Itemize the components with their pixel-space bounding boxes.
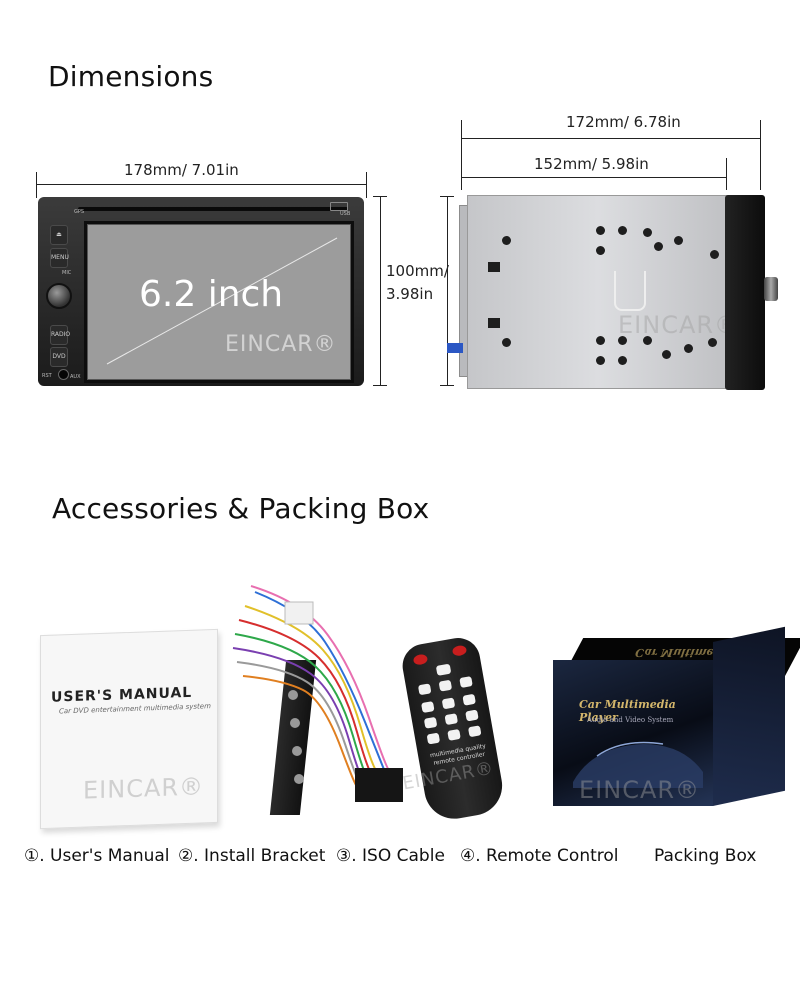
remote-key — [438, 679, 453, 692]
volume-knob[interactable] — [46, 283, 72, 309]
caption-remote-control: ④. Remote Control — [460, 846, 619, 866]
radio-button[interactable]: RADIO — [50, 325, 70, 345]
side-total-depth-label: 172mm/ 6.78in — [566, 113, 681, 131]
front-height-label-2: 3.98in — [386, 285, 434, 303]
remote-key — [426, 732, 441, 745]
bracket-screw — [288, 690, 298, 700]
dvd-button[interactable]: DVD — [50, 347, 68, 367]
remote-key — [441, 697, 456, 710]
aux-label: AUX — [70, 374, 81, 380]
caption-packing-box: Packing Box — [654, 846, 757, 866]
side-knob — [764, 277, 778, 301]
remote-key — [459, 676, 473, 688]
dimensions-heading: Dimensions — [48, 60, 214, 93]
menu-button[interactable]: MENU — [50, 248, 69, 268]
caption-install-bracket: ②. Install Bracket — [178, 846, 326, 866]
remote-key — [467, 725, 482, 738]
remote-key — [444, 713, 459, 726]
remote-key — [447, 728, 461, 741]
remote-power-key — [412, 653, 429, 666]
box-car-graphic — [573, 741, 703, 788]
rst-label: RST — [42, 373, 52, 379]
front-watermark: EINCAR® — [225, 332, 337, 357]
packing-box: Car Multimedia Player Car Multimedia Pla… — [553, 626, 800, 818]
usb-port — [330, 202, 348, 211]
side-chassis-depth-label: 152mm/ 5.98in — [534, 155, 649, 173]
usb-label: USB — [340, 211, 351, 217]
remote-key — [421, 701, 435, 714]
blue-connector — [447, 343, 463, 353]
display-screen: 6.2 inch EINCAR® — [84, 221, 354, 383]
front-width-label: 178mm/ 7.01in — [124, 161, 239, 179]
box-front-subtitle: Audio and Video System — [587, 716, 674, 724]
users-manual: USER'S MANUAL Car DVD entertainment mult… — [40, 628, 218, 830]
mic-label: MIC — [62, 270, 72, 276]
remote-key — [465, 709, 479, 722]
remote-key — [423, 716, 438, 729]
eject-button[interactable]: ⏏ — [50, 225, 68, 245]
iso-plug-white — [284, 601, 314, 625]
screen-size-label: 6.2 inch — [139, 274, 284, 315]
remote-key — [417, 683, 432, 696]
remote-control: multimedia quality remote controller EIN… — [399, 634, 507, 824]
bracket-screw — [294, 774, 304, 784]
screen-diagonal — [106, 237, 338, 365]
box-watermark: EINCAR® — [579, 776, 701, 804]
box-side — [713, 626, 785, 806]
remote-key — [462, 693, 476, 706]
head-unit-side: EINCAR® — [447, 195, 780, 390]
gps-label: GPS — [74, 209, 85, 215]
box-front: Car Multimedia Player Audio and Video Sy… — [553, 660, 713, 806]
manual-watermark: EINCAR® — [83, 772, 205, 805]
caption-users-manual: ①. User's Manual — [24, 846, 170, 866]
remote-key — [435, 663, 452, 676]
iso-plug-black — [355, 768, 403, 802]
install-bracket — [269, 660, 320, 820]
iso-cable — [232, 585, 403, 802]
bracket-slot — [614, 271, 646, 311]
side-watermark: EINCAR® — [618, 311, 740, 339]
front-height-label-1: 100mm/ — [386, 262, 449, 280]
bracket-screw — [290, 718, 300, 728]
caption-iso-cable: ③. ISO Cable — [336, 846, 445, 866]
remote-mute-key — [451, 644, 468, 657]
head-unit-front: GPS USB ⏏ MENU MIC RADIO DVD RST AUX 6.2… — [38, 197, 364, 386]
accessories-heading: Accessories & Packing Box — [52, 492, 430, 525]
chassis-side-panel: EINCAR® — [467, 195, 738, 389]
box-front-title: Car Multimedia Player — [579, 698, 676, 724]
bracket-screw — [292, 746, 302, 756]
aux-jack — [58, 369, 69, 380]
disc-slot — [78, 207, 348, 211]
side-faceplate — [725, 195, 765, 390]
